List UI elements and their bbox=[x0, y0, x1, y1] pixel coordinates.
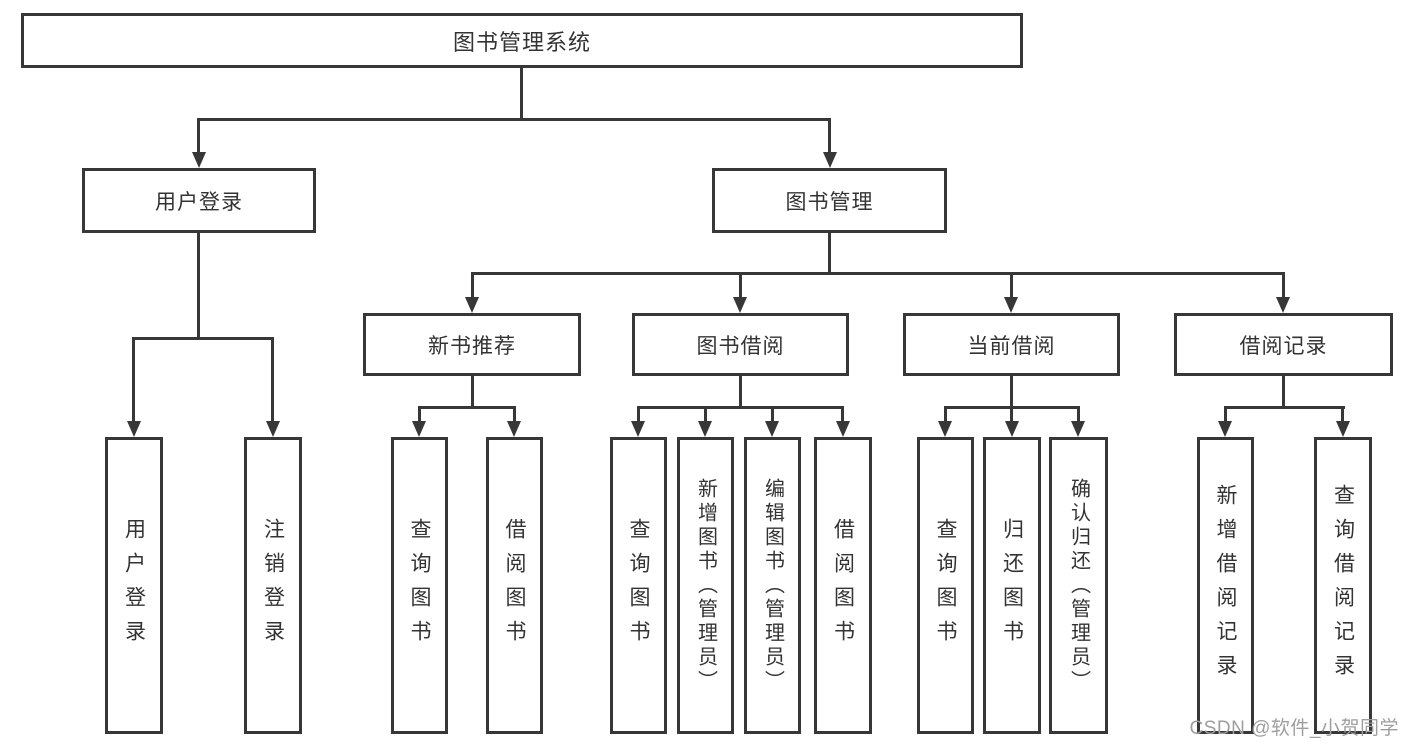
leaf-add-book-admin: 新增图书（管理员） bbox=[677, 437, 734, 734]
connector-line bbox=[1010, 406, 1013, 421]
connector-line bbox=[944, 406, 947, 421]
leaf-return-book: 归还图书 bbox=[983, 437, 1041, 734]
leaf-query-book-borrow: 查询图书 bbox=[610, 437, 667, 734]
leaf-edit-book-admin: 编辑图书（管理员） bbox=[744, 437, 801, 734]
arrow-down-icon bbox=[938, 421, 952, 437]
leaf-query-book-current-label: 查询图书 bbox=[934, 517, 957, 654]
connector-line bbox=[471, 376, 474, 406]
arrow-down-icon bbox=[1336, 421, 1350, 437]
leaf-user-login-label: 用户登录 bbox=[122, 517, 146, 654]
leaf-logout: 注销登录 bbox=[244, 437, 302, 734]
connector-line bbox=[828, 233, 831, 272]
node-borrow-records: 借阅记录 bbox=[1174, 313, 1393, 376]
connector-line bbox=[198, 118, 831, 121]
leaf-confirm-return-admin-label: 确认归还（管理员） bbox=[1067, 477, 1090, 694]
connector-line bbox=[418, 406, 516, 409]
connector-line bbox=[841, 406, 844, 421]
connector-line bbox=[1010, 376, 1013, 406]
connector-line bbox=[771, 406, 774, 421]
arrow-down-icon bbox=[266, 421, 280, 437]
node-new-book-recommend: 新书推荐 bbox=[363, 313, 581, 376]
arrow-down-icon bbox=[836, 421, 850, 437]
arrow-down-icon bbox=[1276, 297, 1290, 313]
connector-line bbox=[1224, 406, 1227, 421]
node-book-borrow-label: 图书借阅 bbox=[696, 334, 785, 358]
node-root: 图书管理系统 bbox=[21, 13, 1023, 68]
connector-line bbox=[1077, 406, 1080, 421]
connector-line bbox=[132, 337, 135, 421]
arrow-down-icon bbox=[192, 152, 206, 168]
connector-line bbox=[271, 337, 274, 421]
connector-line bbox=[828, 118, 831, 152]
connector-line bbox=[739, 376, 742, 406]
connector-line bbox=[471, 272, 474, 297]
leaf-add-borrow-record-label: 新增借阅记录 bbox=[1214, 483, 1237, 688]
leaf-borrow-book-recommend-label: 借阅图书 bbox=[503, 517, 526, 654]
leaf-user-login: 用户登录 bbox=[105, 437, 163, 734]
node-book-borrow: 图书借阅 bbox=[632, 313, 849, 376]
connector-line bbox=[637, 406, 640, 421]
connector-line bbox=[1282, 376, 1285, 406]
connector-line bbox=[1010, 272, 1013, 297]
leaf-return-book-label: 归还图书 bbox=[1000, 517, 1024, 654]
watermark: CSDN @软件_小贺同学 bbox=[1189, 718, 1399, 739]
node-new-book-recommend-label: 新书推荐 bbox=[428, 334, 516, 358]
arrow-down-icon bbox=[465, 297, 479, 313]
arrow-down-icon bbox=[1071, 421, 1085, 437]
leaf-logout-label: 注销登录 bbox=[261, 517, 285, 654]
node-current-borrow-label: 当前借阅 bbox=[967, 334, 1056, 358]
node-book-management: 图书管理 bbox=[712, 168, 947, 233]
arrow-down-icon bbox=[765, 421, 779, 437]
node-book-management-label: 图书管理 bbox=[785, 190, 874, 214]
connector-line bbox=[471, 272, 1285, 275]
leaf-confirm-return-admin: 确认归还（管理员） bbox=[1049, 437, 1108, 734]
connector-line bbox=[739, 272, 742, 297]
connector-line bbox=[704, 406, 707, 421]
arrow-down-icon bbox=[1004, 297, 1018, 313]
arrow-down-icon bbox=[631, 421, 645, 437]
connector-line bbox=[1282, 272, 1285, 297]
connector-line bbox=[132, 337, 274, 340]
node-user-login-label: 用户登录 bbox=[155, 190, 243, 214]
arrow-down-icon bbox=[1218, 421, 1232, 437]
leaf-query-borrow-record: 查询借阅记录 bbox=[1314, 437, 1372, 734]
connector-line bbox=[197, 118, 200, 152]
connector-line bbox=[418, 406, 421, 421]
arrow-down-icon bbox=[1005, 421, 1019, 437]
connector-line bbox=[1341, 406, 1344, 421]
leaf-add-borrow-record: 新增借阅记录 bbox=[1197, 437, 1254, 734]
node-user-login: 用户登录 bbox=[82, 168, 316, 233]
leaf-query-book-recommend-label: 查询图书 bbox=[408, 517, 431, 654]
leaf-borrow-book-label: 借阅图书 bbox=[831, 517, 855, 654]
node-borrow-records-label: 借阅记录 bbox=[1239, 334, 1328, 358]
arrow-down-icon bbox=[127, 421, 141, 437]
node-root-label: 图书管理系统 bbox=[452, 29, 591, 55]
connector-line bbox=[637, 406, 844, 409]
arrow-down-icon bbox=[733, 297, 747, 313]
arrow-down-icon bbox=[823, 152, 837, 168]
arrow-down-icon bbox=[507, 421, 521, 437]
leaf-query-book-current: 查询图书 bbox=[917, 437, 974, 734]
connector-line bbox=[520, 68, 523, 118]
node-current-borrow: 当前借阅 bbox=[903, 313, 1120, 376]
leaf-query-book-recommend: 查询图书 bbox=[391, 437, 448, 734]
connector-line bbox=[513, 406, 516, 421]
leaf-edit-book-admin-label: 编辑图书（管理员） bbox=[761, 477, 784, 694]
arrow-down-icon bbox=[412, 421, 426, 437]
leaf-query-borrow-record-label: 查询借阅记录 bbox=[1331, 483, 1355, 688]
connector-line bbox=[1224, 406, 1345, 409]
leaf-add-book-admin-label: 新增图书（管理员） bbox=[694, 477, 717, 694]
leaf-query-book-borrow-label: 查询图书 bbox=[627, 517, 650, 654]
arrow-down-icon bbox=[698, 421, 712, 437]
leaf-borrow-book-recommend: 借阅图书 bbox=[486, 437, 543, 734]
connector-line bbox=[197, 233, 200, 337]
leaf-borrow-book: 借阅图书 bbox=[814, 437, 872, 734]
